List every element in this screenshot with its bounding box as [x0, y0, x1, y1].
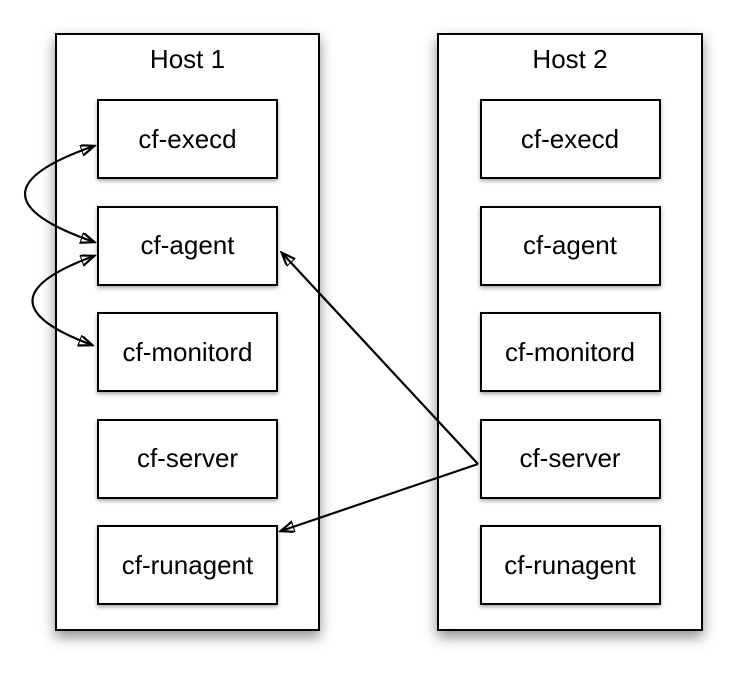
- host-1-title: Host 1: [149, 44, 226, 74]
- host-1-container: Host 1 cf-execd cf-agent cf-monitord cf-…: [55, 33, 320, 631]
- host-2-container: Host 2 cf-execd cf-agent cf-monitord cf-…: [437, 33, 703, 631]
- process-box-cf-monitord-h1: cf-monitord: [97, 312, 278, 392]
- process-box-cf-runagent-h1: cf-runagent: [97, 525, 278, 605]
- process-box-cf-server-h1: cf-server: [97, 418, 278, 499]
- process-box-cf-execd-h1: cf-execd: [97, 99, 278, 179]
- process-box-cf-server-h2: cf-server: [479, 418, 661, 499]
- process-box-cf-monitord-h2: cf-monitord: [479, 312, 661, 392]
- process-box-cf-agent-h2: cf-agent: [479, 205, 661, 286]
- process-box-cf-execd-h2: cf-execd: [479, 99, 661, 179]
- process-box-cf-runagent-h2: cf-runagent: [479, 525, 661, 605]
- host-2-title: Host 2: [532, 44, 608, 74]
- process-box-cf-agent-h1: cf-agent: [97, 205, 278, 286]
